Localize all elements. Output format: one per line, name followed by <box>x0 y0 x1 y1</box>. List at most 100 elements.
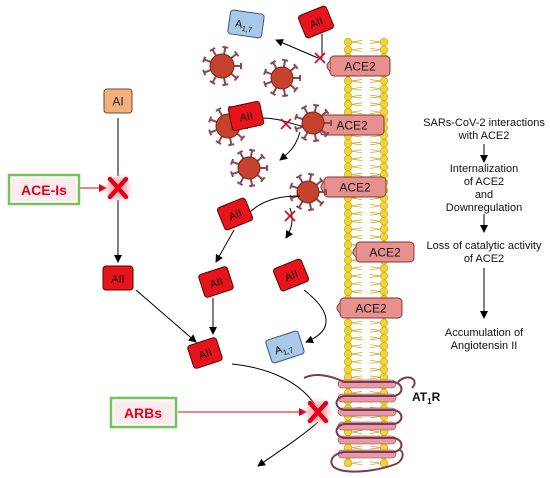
virus-spike <box>256 174 264 181</box>
lipid-tail <box>369 110 382 113</box>
arrows <box>114 34 488 467</box>
virus-spike <box>239 177 245 185</box>
lipid-head <box>343 256 353 265</box>
virus-spike-head <box>293 63 299 70</box>
virus-spike <box>289 84 297 91</box>
virus-spike <box>217 135 223 143</box>
lipid-tail <box>369 328 382 331</box>
lipid-head <box>379 264 389 273</box>
lipid-tail <box>369 330 382 333</box>
lipid-head <box>379 459 389 468</box>
virus-spike <box>303 106 309 114</box>
virus-spike <box>209 129 218 134</box>
virus-spike <box>264 80 273 86</box>
lipid-tail <box>369 41 382 44</box>
lipid-tail <box>369 236 382 239</box>
virus-spike <box>249 150 254 158</box>
lipid-tail <box>369 361 382 364</box>
virus-spike-head <box>260 153 266 160</box>
virus-spike-head <box>281 94 289 98</box>
lipid-head <box>379 318 389 327</box>
lipid-head <box>379 45 389 54</box>
a17-label: A1,7 <box>273 341 294 360</box>
virus-spike-head <box>233 50 240 57</box>
lipid-head <box>379 139 389 148</box>
virus-spike-head <box>281 58 289 62</box>
lipid-head <box>343 240 353 249</box>
virus-spike <box>223 47 227 55</box>
arrow-at1r-output <box>257 421 319 467</box>
lipid-head <box>379 92 389 101</box>
virus-spike <box>239 151 245 159</box>
virus-particle <box>263 58 301 98</box>
inhibition-marks <box>107 52 329 424</box>
ace2-notch <box>320 181 325 193</box>
lipid-tail <box>350 79 363 82</box>
lipid-head <box>379 271 389 281</box>
lipid-head <box>379 37 389 47</box>
lipid-tail <box>369 211 382 214</box>
lipid-tail <box>350 289 363 292</box>
lipid-tail <box>350 266 363 269</box>
lipid-tail <box>369 141 382 144</box>
virus-spike <box>264 70 273 76</box>
virus-body <box>296 180 320 204</box>
virus-spike <box>290 184 299 190</box>
lipid-head <box>343 342 353 351</box>
virus-spike-head <box>248 184 256 188</box>
lipid-tail <box>350 344 363 347</box>
virus-spike-head <box>248 148 256 152</box>
lipid-head <box>343 217 353 226</box>
aii-label: AII <box>308 15 325 31</box>
lipid-tail <box>350 359 363 363</box>
virus-spike-head <box>208 116 213 123</box>
lipid-tail <box>369 157 382 160</box>
ai-label: AI <box>112 95 123 109</box>
lipid-tail <box>369 88 382 91</box>
lipid-head <box>343 365 353 374</box>
lipid-tail <box>350 157 363 160</box>
lipid-head <box>343 209 353 218</box>
lipid-tail <box>350 141 363 144</box>
virus-body <box>301 111 325 135</box>
lipid-tail <box>369 149 382 152</box>
lipid-tail <box>369 104 382 107</box>
lipid-tail <box>350 135 363 138</box>
lipid-tail <box>350 369 363 372</box>
virus-particle <box>202 45 242 87</box>
lipid-tail <box>369 205 382 208</box>
virus-spike <box>308 202 313 210</box>
lipid-tail <box>350 211 363 214</box>
virus-spike <box>298 175 304 183</box>
arrow-cut-down <box>285 207 294 239</box>
lipid-tail <box>350 353 363 356</box>
ace2-receptor-2: ACE2 <box>316 114 385 136</box>
lipid-tail <box>350 431 363 434</box>
lipid-tail <box>369 135 382 138</box>
arbs-label-box: ARBs <box>109 396 178 429</box>
lipid-head <box>379 147 389 156</box>
virus-spike <box>320 110 328 117</box>
virus-spike <box>223 77 227 85</box>
lipid-head <box>343 76 353 86</box>
ace2-label: ACE2 <box>369 246 401 260</box>
lipid-tail <box>350 445 363 448</box>
virus-spike <box>217 109 223 117</box>
lipid-tail <box>369 79 382 82</box>
lipid-tail <box>369 291 382 294</box>
lipid-tail <box>369 447 382 450</box>
ace2-notch <box>326 60 331 72</box>
virus-spike-head <box>222 83 229 87</box>
lipid-tail <box>369 96 382 99</box>
ace2-label: ACE2 <box>336 119 368 133</box>
ace2-receptor-1: ACE2 <box>326 55 391 77</box>
virus-body <box>270 66 294 90</box>
lipid-tail <box>350 203 363 207</box>
lipid-tail <box>350 228 363 232</box>
peptide-boxes: AI AII AII AII AII AII AII AII <box>102 5 334 369</box>
virus-spike-head <box>293 86 299 93</box>
arrow-top-to-a17 <box>275 39 319 59</box>
lipid-head <box>343 318 353 327</box>
virus-spike <box>320 129 328 136</box>
ace2-notch <box>336 302 341 314</box>
